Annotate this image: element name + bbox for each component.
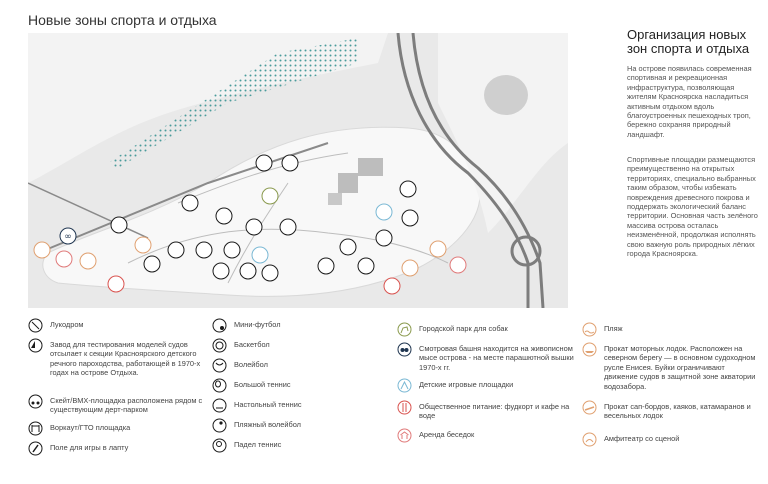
sailboat-icon (28, 338, 43, 353)
legend-column-2: Мини-футбол Баскетбол Волейбол Большой т… (212, 318, 372, 478)
beach-marker (401, 259, 419, 277)
east-bank (438, 33, 568, 233)
padel-icon (212, 438, 227, 453)
sidebar-paragraph-2: Спортивные площадки размещаются преимуще… (627, 155, 758, 259)
gazebo-icon (397, 428, 412, 443)
binoculars-icon (397, 342, 412, 357)
table-tennis-icon (212, 398, 227, 413)
tennis-icon (212, 378, 227, 393)
legend-column-1: Лукодром Завод для тестирования моделей … (28, 318, 208, 478)
workout-marker (110, 216, 128, 234)
sidebar-heading: Организация новых зон спорта и отдыха (627, 28, 762, 56)
roundabout (510, 235, 542, 267)
legend-label: Общественное питание: фудкорт и кафе на … (419, 402, 570, 421)
food-marker (107, 275, 125, 293)
svg-text:∞: ∞ (64, 232, 72, 242)
volleyball-icon (212, 358, 227, 373)
tower-marker (59, 227, 77, 245)
sidebar-paragraph-1: На острове появилась современная спортив… (627, 64, 752, 139)
legend-label: Поле для игры в лапту (50, 443, 129, 452)
skate-bmx-icon (28, 394, 43, 409)
legend-label: Завод для тестирования моделей судов отс… (50, 340, 201, 378)
volleyball-marker (212, 262, 230, 280)
table-tennis-marker (167, 241, 185, 259)
workout-marker (279, 218, 297, 236)
sidebar-heading-line1: Организация новых (627, 27, 747, 42)
legend-label: Смотровая башня находится на живописном … (419, 344, 574, 372)
playground-icon (397, 378, 412, 393)
legend-column-3: Городской парк для собак Смотровая башня… (397, 318, 574, 478)
workout-marker (181, 194, 199, 212)
gazebo-marker (55, 250, 73, 268)
tennis-marker (281, 154, 299, 172)
legend-column-4: Пляж Прокат моторных лодок. Расположен н… (582, 318, 764, 478)
basketball-marker (215, 207, 233, 225)
sidebar-heading-line2: зон спорта и отдыха (627, 41, 750, 56)
workout-marker (255, 154, 273, 172)
protected-water-zone (108, 38, 358, 168)
amphitheatre-marker (134, 236, 152, 254)
beach-icon (582, 322, 597, 337)
legend-label: Баскетбол (234, 340, 270, 349)
legend-label: Детские игровые площадки (419, 380, 514, 389)
island-map[interactable]: ∞ (28, 33, 568, 308)
legend-label: Скейт/BMX-площадка расположена рядом с с… (50, 396, 203, 415)
dog-park-icon (397, 322, 412, 337)
legend-label: Лукодром (50, 320, 84, 329)
lapta-icon (28, 441, 43, 456)
beach-marker (33, 241, 51, 259)
amphitheatre-marker (429, 240, 447, 258)
legend-label: Прокат сап-бордов, каяков, катамаранов и… (604, 402, 751, 421)
beach-volleyball-marker (239, 262, 257, 280)
kids-marker (375, 203, 393, 221)
basketball-marker (339, 238, 357, 256)
amphitheatre-icon (582, 432, 597, 447)
bridge-road (28, 182, 149, 239)
legend-label: Пляж (604, 324, 623, 333)
building (358, 158, 383, 176)
gazebo-marker (449, 256, 467, 274)
sport-markers (110, 154, 419, 282)
building (338, 173, 358, 193)
sup-kayak-icon (582, 400, 597, 415)
workout-icon (28, 421, 43, 436)
food-icon (397, 400, 412, 415)
mini-football-marker (195, 241, 213, 259)
page-title: Новые зоны спорта и отдыха (28, 12, 217, 28)
mini-football-marker (401, 209, 419, 227)
beach-volleyball-marker (375, 229, 393, 247)
archery-icon (28, 318, 43, 333)
legend-label: Большой теннис (234, 380, 291, 389)
basketball-icon (212, 338, 227, 353)
stadium (484, 75, 528, 115)
legend-label: Аренда беседок (419, 430, 475, 439)
legend-label: Волейбол (234, 360, 268, 369)
legend-label: Пляжный волейбол (234, 420, 301, 429)
mini-football-icon (212, 318, 227, 333)
basketball-marker (245, 218, 263, 236)
legend-label: Воркаут/ГТО площадка (50, 423, 131, 432)
legend-label: Амфитеатр со сценой (604, 434, 680, 443)
sailboat-marker (143, 255, 161, 273)
beach-volleyball-icon (212, 418, 227, 433)
legend-label: Прокат моторных лодок. Расположен на сев… (604, 344, 756, 391)
kids-marker (251, 246, 269, 264)
food-marker (383, 277, 401, 295)
legend-label: Городской парк для собак (419, 324, 508, 333)
building (328, 193, 342, 205)
table-tennis-marker (357, 257, 375, 275)
sup-marker (79, 252, 97, 270)
legend-label: Падел теннис (234, 440, 282, 449)
motorboat-icon (582, 342, 597, 357)
legend-label: Настольный теннис (234, 400, 302, 409)
archery-marker (317, 257, 335, 275)
padel-marker (261, 264, 279, 282)
volleyball-marker (223, 241, 241, 259)
dog-park-marker (261, 187, 279, 205)
legend-label: Мини-футбол (234, 320, 281, 329)
mini-football-marker (399, 180, 417, 198)
